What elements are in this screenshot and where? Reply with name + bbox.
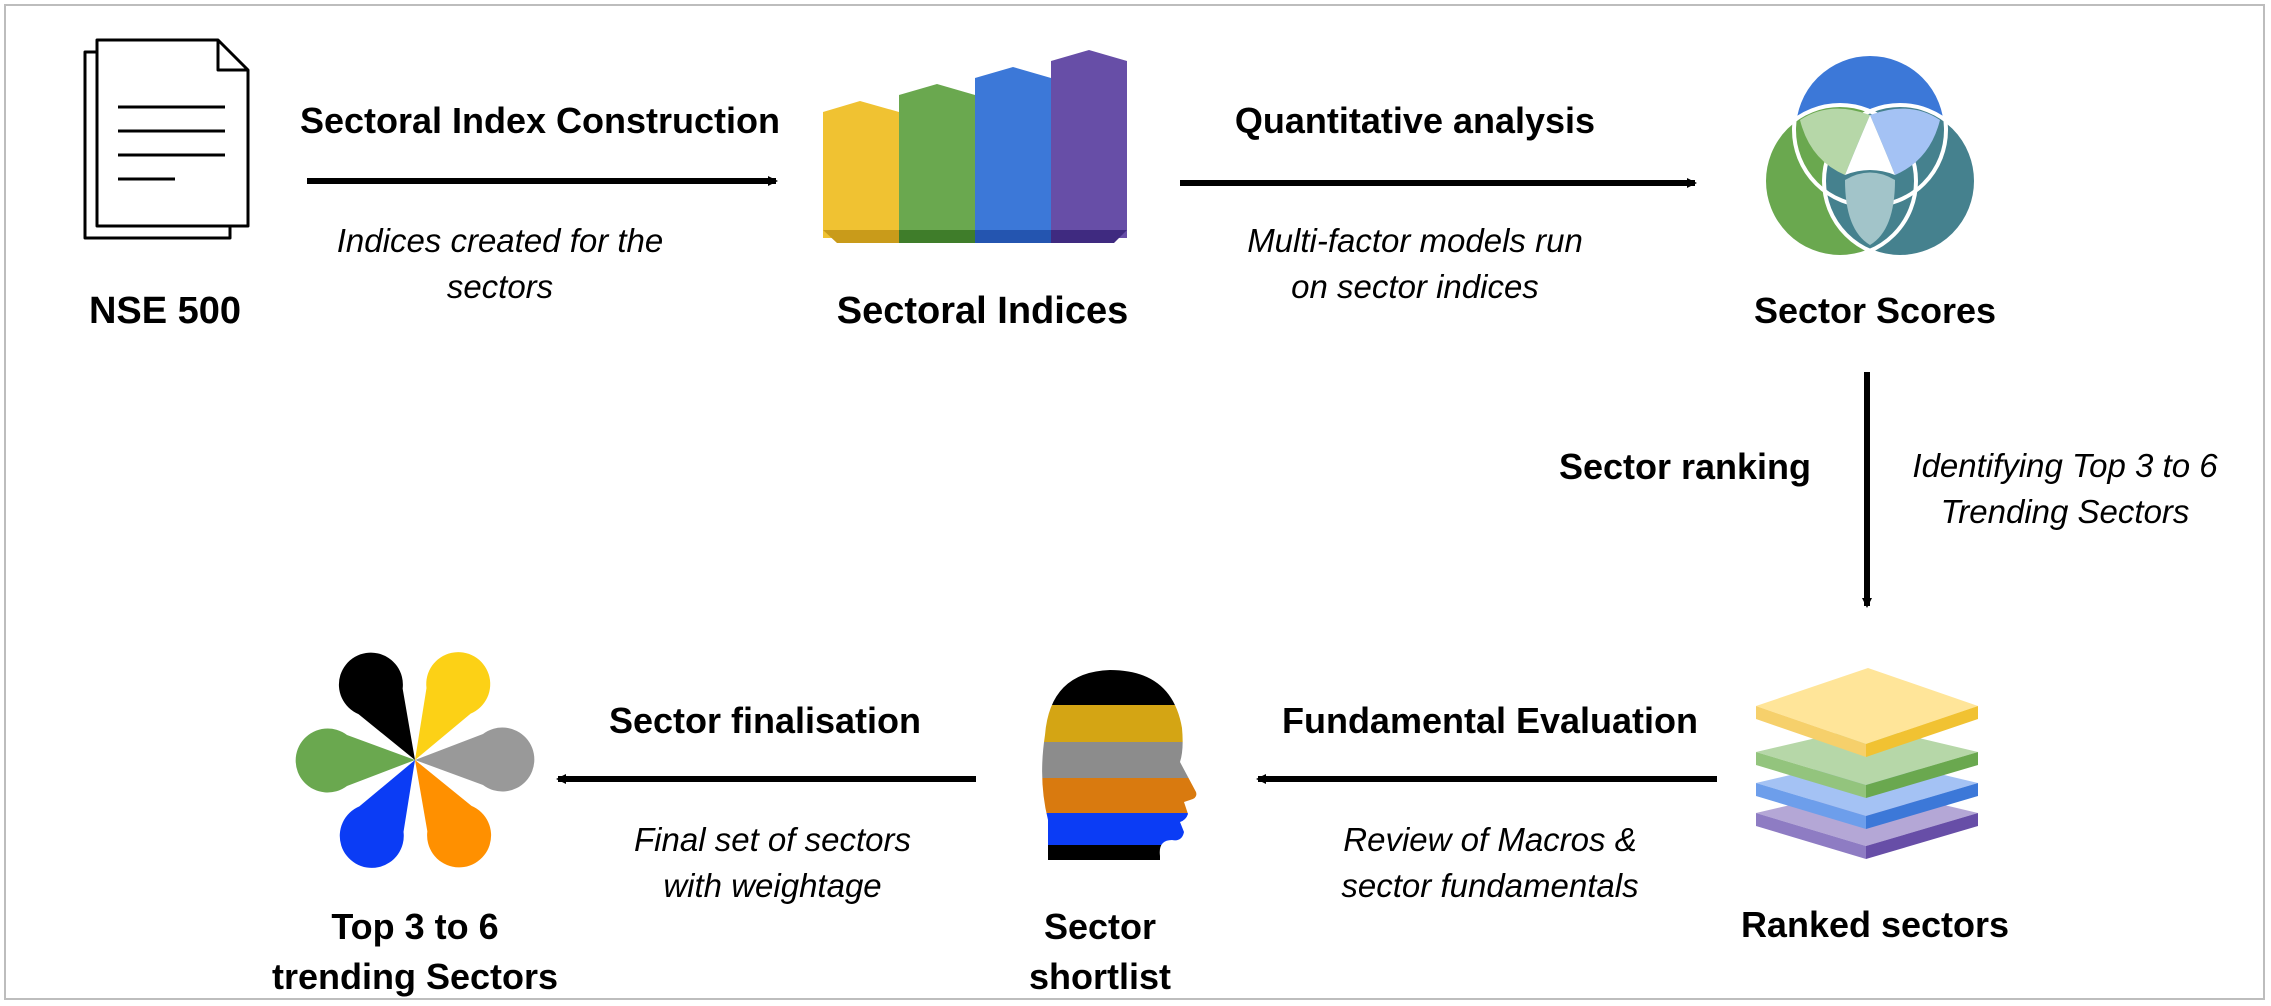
quant-note-line-2: on sector indices [1291, 268, 1539, 305]
ranking-note-line-2: Trending Sectors [1940, 493, 2190, 530]
venn-diagram-icon [1762, 52, 1978, 259]
node-sector-shortlist: Sector shortlist [1000, 902, 1200, 1002]
step-fundamental-note: Review of Macros & sector fundamentals [1300, 817, 1680, 909]
node-sectoral-indices: Sectoral Indices [836, 290, 1129, 332]
step-construction-note: Indices created for the sectors [300, 218, 700, 310]
node-sector-scores: Sector Scores [1753, 290, 1997, 331]
node-top-trending: Top 3 to 6 trending Sectors [250, 902, 580, 1002]
ranking-note-line-1: Identifying Top 3 to 6 [1912, 447, 2218, 484]
step-ranking-note: Identifying Top 3 to 6 Trending Sectors [1895, 443, 2235, 535]
step-ranking-title: Sector ranking [1558, 446, 1812, 487]
finalisation-note-line-2: with weightage [663, 867, 882, 904]
layers-icon [1756, 668, 1978, 859]
node-nse-500: NSE 500 [88, 290, 242, 332]
node-ranked-sectors: Ranked sectors [1740, 904, 2010, 945]
step-fundamental-title: Fundamental Evaluation [1281, 700, 1699, 741]
quant-note-line-1: Multi-factor models run [1247, 222, 1583, 259]
bar-chart-icon [823, 50, 1127, 243]
step-quant-title: Quantitative analysis [1234, 100, 1596, 141]
fundamental-note-line-1: Review of Macros & [1343, 821, 1637, 858]
top-line-2: trending Sectors [271, 956, 559, 997]
fundamental-note-line-2: sector fundamentals [1341, 867, 1639, 904]
construction-note-line-1: Indices created for the [336, 222, 664, 259]
finalisation-note-line-1: Final set of sectors [634, 821, 911, 858]
step-finalisation-title: Sector finalisation [608, 700, 922, 741]
flower-icon [295, 652, 535, 868]
shortlist-line-1: Sector [1043, 906, 1157, 947]
document-icon [83, 38, 250, 240]
step-quant-note: Multi-factor models run on sector indice… [1200, 218, 1630, 310]
construction-note-line-2: sectors [446, 268, 554, 305]
step-construction-title: Sectoral Index Construction [299, 100, 781, 141]
diagram-frame [4, 4, 2265, 1000]
step-finalisation-note: Final set of sectors with weightage [600, 817, 945, 909]
top-line-1: Top 3 to 6 [331, 906, 499, 947]
shortlist-line-2: shortlist [1028, 956, 1171, 997]
head-profile-icon [1042, 670, 1197, 860]
